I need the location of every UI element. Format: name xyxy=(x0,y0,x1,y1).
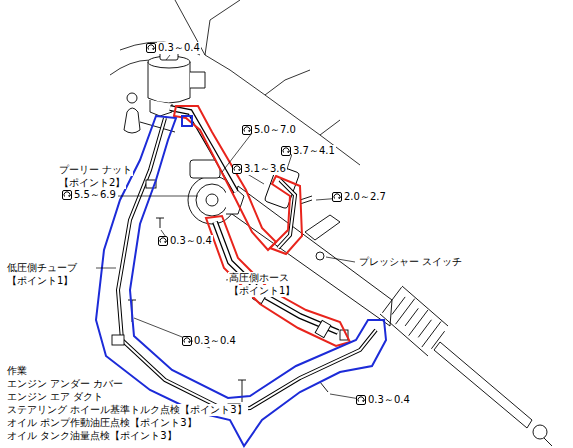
callout-number: 5.0～7.0 xyxy=(253,124,297,136)
note-text: オイル タンク油量点検【ポイント3】 xyxy=(6,430,178,442)
boot-ridge xyxy=(382,287,401,313)
torque-icons xyxy=(63,44,366,405)
boot-ridge xyxy=(422,321,441,347)
point-label: 【ポイント2】 xyxy=(58,177,126,189)
callout-number: 0.3～0.4 xyxy=(169,235,213,247)
boot-ridge xyxy=(396,299,415,325)
point-label: 【ポイント1】 xyxy=(228,285,296,297)
note-text: エンジン エア ダクト xyxy=(6,391,104,403)
callout-number: 3.7～4.1 xyxy=(292,145,336,157)
callout-number: 5.5～6.9 xyxy=(73,189,117,201)
note-text: ステアリング ホイール基準トルク点検【ポイント3】 xyxy=(6,404,248,416)
boot-ridge xyxy=(409,310,428,336)
tie-rod-end-left xyxy=(124,93,175,133)
boot-ridge xyxy=(418,320,431,338)
note-heading: 作業 xyxy=(6,365,28,377)
note-text: エンジン アンダー カバー xyxy=(6,378,124,390)
boot-ridge xyxy=(392,297,405,315)
part-label: 低圧側チューブ xyxy=(6,262,78,274)
part-label: プレッシャー スイッチ xyxy=(358,256,463,268)
callout-number: 0.3～0.4 xyxy=(193,335,237,347)
point-label: 【ポイント1】 xyxy=(6,275,74,287)
rack-boot xyxy=(380,286,448,356)
callout-number: 0.3～0.4 xyxy=(157,42,201,54)
part-label: 高圧側ホース xyxy=(228,272,290,284)
note-text: オイル ポンプ作動油圧点検【ポイント3】 xyxy=(6,417,198,429)
callout-number: 3.1～3.6 xyxy=(243,163,287,175)
callout-number: 2.0～2.7 xyxy=(343,191,387,203)
part-label: プーリー ナット xyxy=(58,164,133,176)
clamps-and-bolts xyxy=(112,180,348,414)
callout-number: 0.3～0.4 xyxy=(367,394,411,406)
leader-lines xyxy=(96,55,366,400)
boot-ridge xyxy=(405,308,418,326)
highlight-red xyxy=(174,106,350,346)
boot-outline xyxy=(380,286,448,356)
low-pressure-tube xyxy=(118,118,376,410)
highlight-blue xyxy=(96,116,386,446)
boot-ridge xyxy=(431,331,444,349)
